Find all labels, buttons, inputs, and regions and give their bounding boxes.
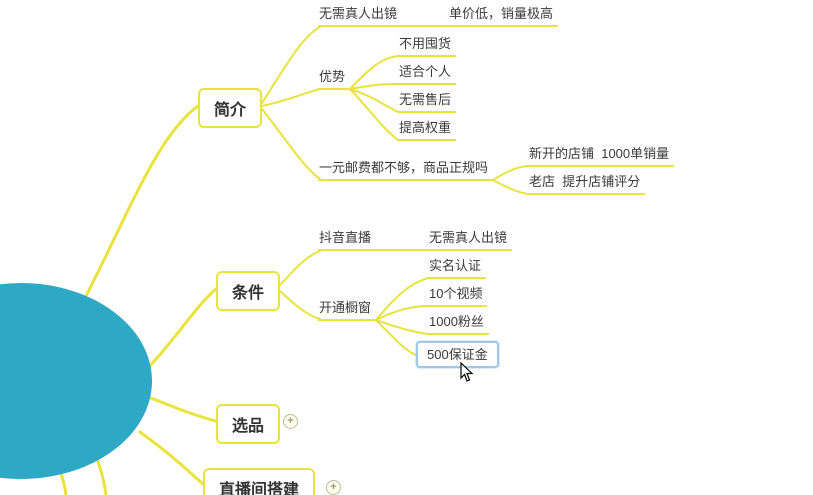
leaf-question[interactable]: 一元邮费都不够，商品正规吗 — [318, 160, 494, 181]
topic-selection[interactable]: 选品 — [216, 404, 281, 444]
expand-icon-selection[interactable]: + — [283, 414, 298, 429]
selected-node-guarantee[interactable]: 500保证金 — [416, 341, 499, 368]
leaf-requirement-item[interactable]: 实名认证 — [428, 258, 487, 279]
topic-intro[interactable]: 简介 — [198, 88, 263, 128]
leaf-open-window[interactable]: 开通橱窗 — [318, 300, 377, 321]
leaf-advantage-item[interactable]: 适合个人 — [398, 64, 457, 85]
leaf-requirement-item[interactable]: 10个视频 — [428, 286, 488, 307]
leaf-douyin-live-detail[interactable]: 无需真人出镜 — [428, 230, 513, 251]
leaf-requirement-item[interactable]: 1000粉丝 — [428, 314, 489, 335]
topic-live-setup[interactable]: 直播间搭建 — [203, 468, 316, 495]
mouse-cursor — [460, 362, 474, 382]
leaf-advantage-item[interactable]: 不用囤货 — [398, 36, 457, 57]
expand-icon-live-setup[interactable]: + — [326, 480, 341, 495]
topic-condition[interactable]: 条件 — [216, 271, 281, 311]
leaf-answer-item[interactable]: 老店 提升店铺评分 — [528, 174, 646, 195]
leaf-douyin-live[interactable]: 抖音直播 — [318, 230, 377, 251]
leaf-price-sales[interactable]: 单价低，销量极高 — [448, 6, 559, 27]
leaf-advantage[interactable]: 优势 — [318, 69, 351, 90]
leaf-no-face[interactable]: 无需真人出镜 — [318, 6, 403, 27]
leaf-advantage-item[interactable]: 无需售后 — [398, 92, 457, 113]
leaf-advantage-item[interactable]: 提高权重 — [398, 120, 457, 141]
leaf-answer-item[interactable]: 新开的店铺 1000单销量 — [528, 146, 675, 167]
